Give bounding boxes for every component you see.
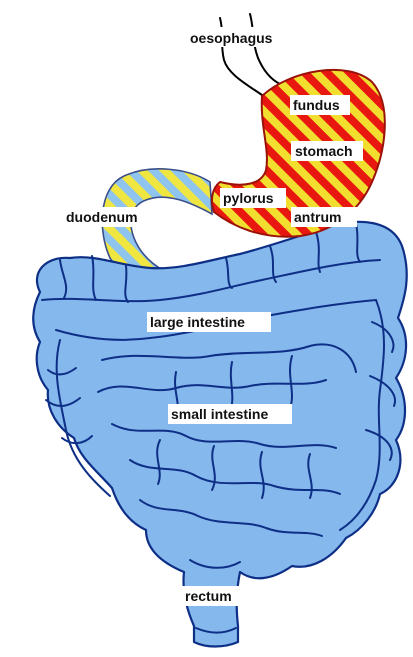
label-antrum: antrum — [291, 207, 357, 227]
svg-text:duodenum: duodenum — [66, 209, 138, 225]
svg-text:oesophagus: oesophagus — [190, 30, 273, 46]
label-stomach: stomach — [291, 141, 363, 161]
intestines — [33, 222, 407, 647]
label-duodenum: duodenum — [62, 207, 150, 227]
svg-text:small intestine: small intestine — [171, 406, 268, 422]
svg-text:stomach: stomach — [295, 143, 353, 159]
oesophagus-tube — [220, 14, 280, 95]
svg-text:pylorus: pylorus — [223, 190, 274, 206]
label-small-intestine: small intestine — [168, 404, 292, 424]
label-large-intestine: large intestine — [147, 312, 271, 332]
label-pylorus: pylorus — [220, 188, 286, 208]
label-rectum: rectum — [181, 586, 243, 606]
label-oesophagus: oesophagus — [184, 27, 286, 47]
svg-text:fundus: fundus — [293, 97, 340, 113]
svg-text:large intestine: large intestine — [150, 314, 245, 330]
svg-text:rectum: rectum — [185, 588, 232, 604]
label-fundus: fundus — [290, 95, 350, 115]
svg-text:antrum: antrum — [294, 209, 341, 225]
